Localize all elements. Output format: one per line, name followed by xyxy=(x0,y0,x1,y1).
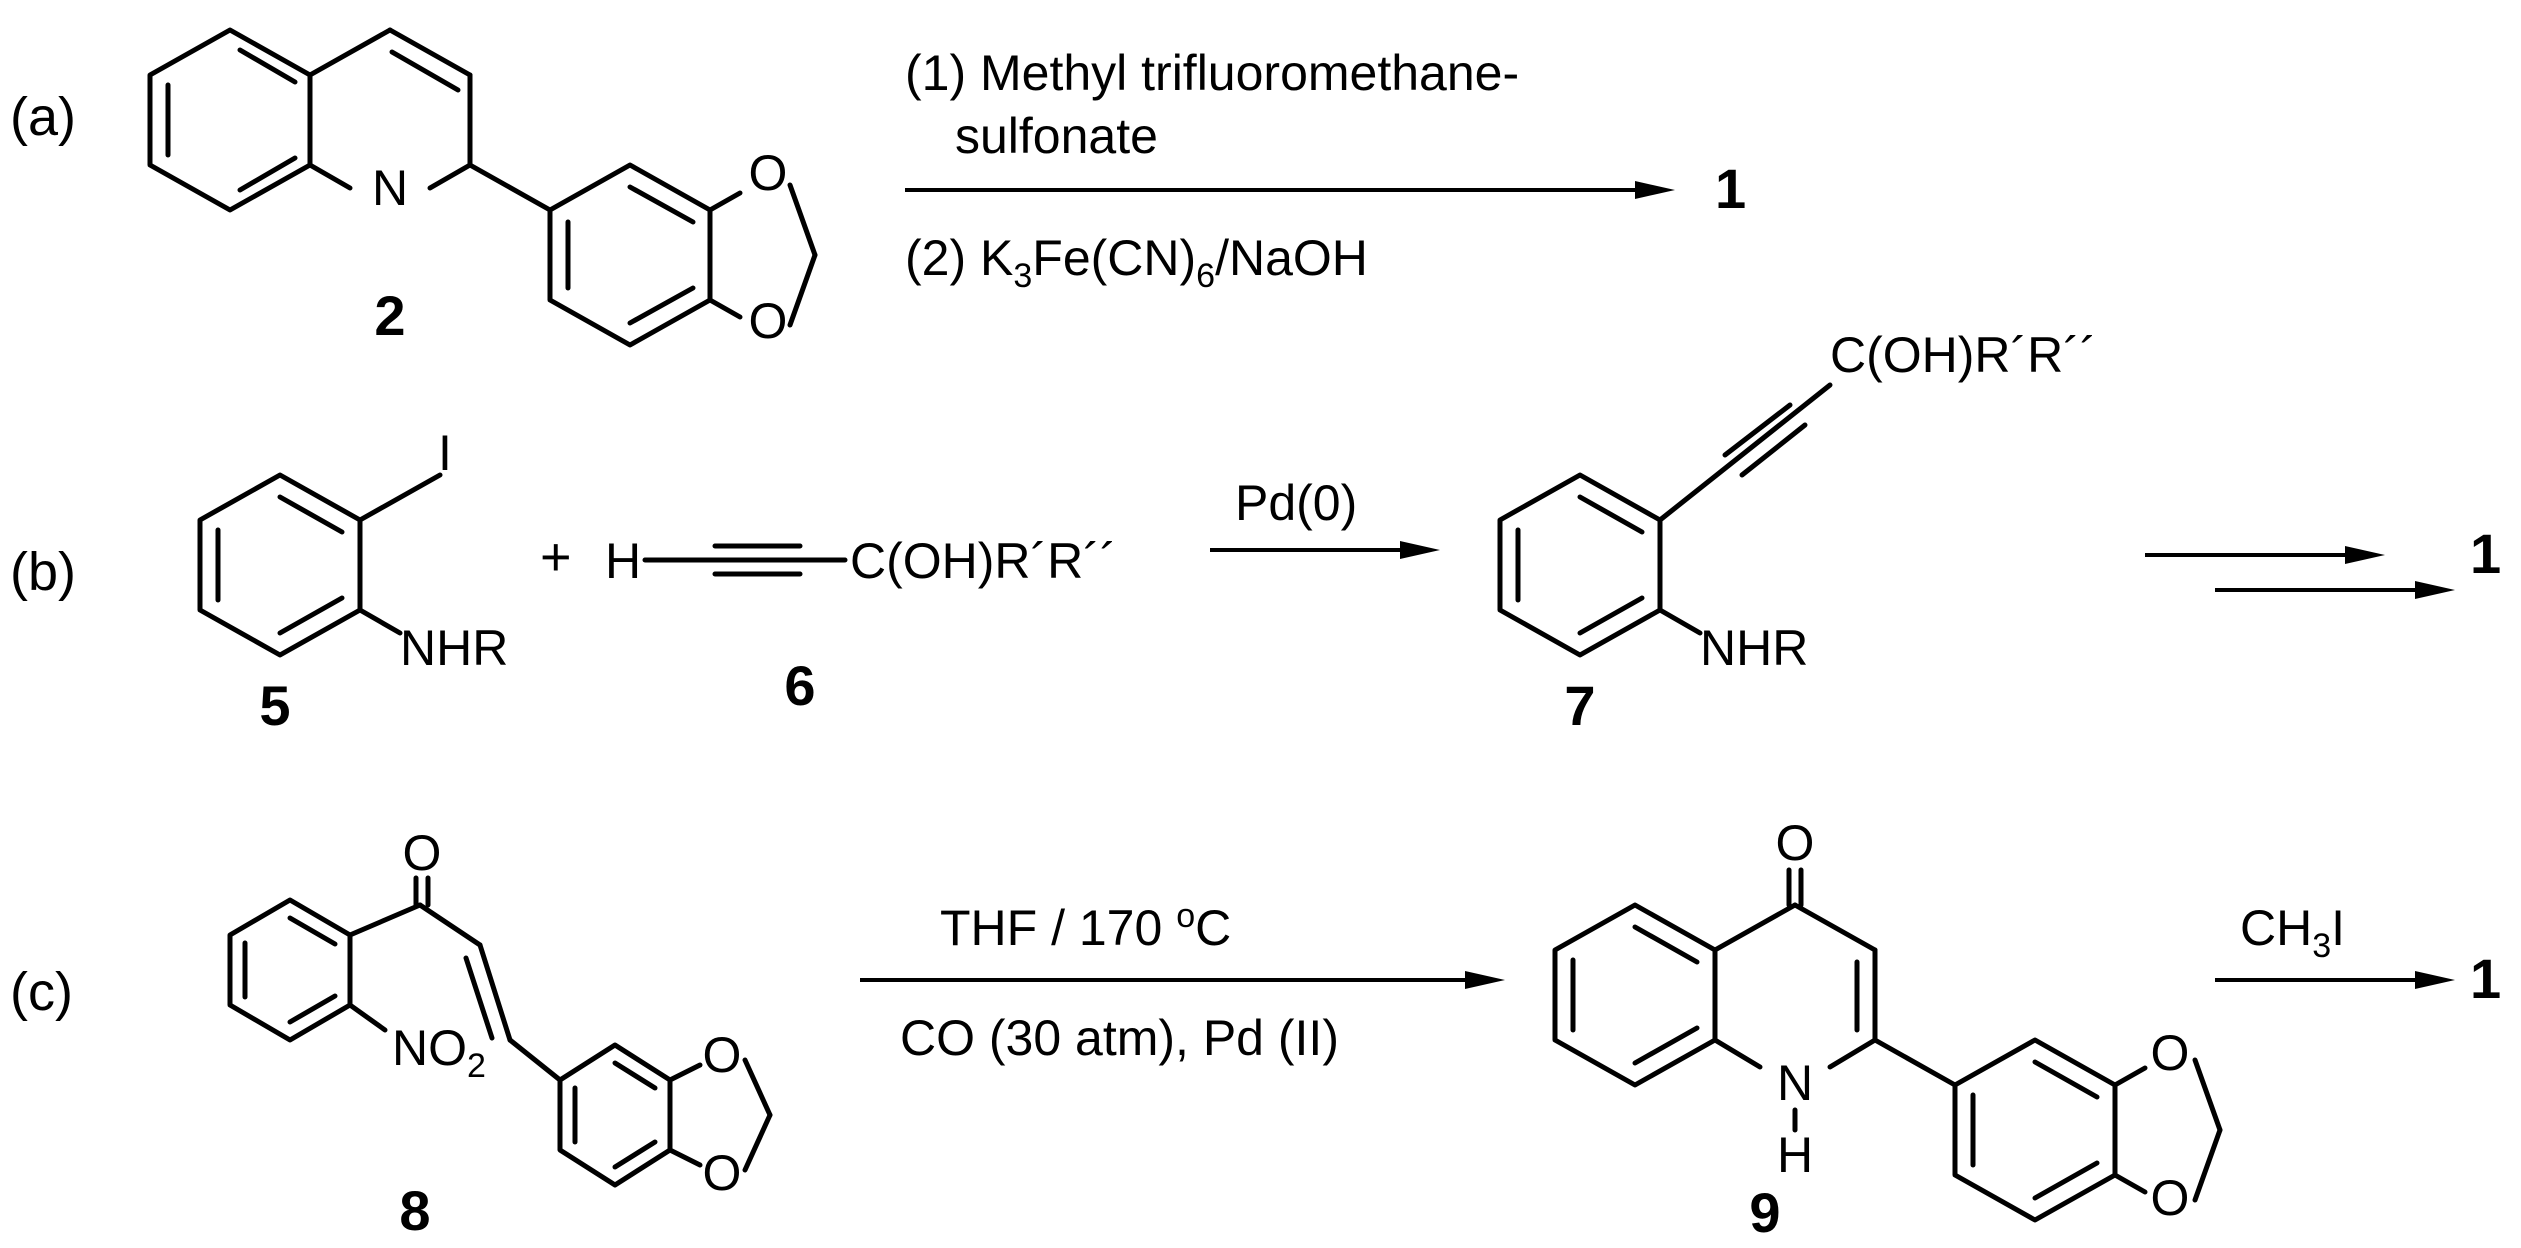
compound-number-8: 8 xyxy=(399,1179,430,1242)
condition-line-2: CO (30 atm), Pd (II) xyxy=(900,1010,1339,1066)
product-number-1: 1 xyxy=(2470,947,2501,1010)
atom-h: H xyxy=(1777,1127,1813,1183)
atom-o: O xyxy=(749,145,788,201)
product-number-1: 1 xyxy=(1715,157,1746,220)
compound-5-structure: I NHR xyxy=(197,425,508,676)
compound-8-structure: O NO2 O O xyxy=(227,825,773,1201)
compound-number-6: 6 xyxy=(784,654,815,717)
hydroxyalkyl-group: C(OH)R´R´´ xyxy=(850,533,1117,589)
arrow-head xyxy=(1465,971,1505,989)
compound-number-7: 7 xyxy=(1564,674,1595,737)
atom-o: O xyxy=(703,1145,742,1201)
compound-7-structure: C(OH)R´R´´ NHR xyxy=(1497,327,2097,676)
condition-line-1: THF / 170 oC xyxy=(940,897,1231,956)
compound-number-9: 9 xyxy=(1749,1181,1780,1244)
atom-o: O xyxy=(749,293,788,349)
arrow-head xyxy=(2345,546,2385,564)
methylation-reagent: CH3I xyxy=(2240,900,2345,965)
arrow-head xyxy=(1400,541,1440,559)
compound-number-2: 2 xyxy=(374,284,405,347)
atom-n: N xyxy=(1777,1055,1813,1111)
compound-number-5: 5 xyxy=(259,674,290,737)
panel-a-label: (a) xyxy=(10,87,76,147)
reagent-step-2: (2) K3Fe(CN)6/NaOH xyxy=(905,230,1368,295)
atom-o-carbonyl: O xyxy=(403,825,442,881)
panel-b: (b) I NHR 5 + H C(OH)R´R´´ 6 Pd(0) xyxy=(10,327,2501,737)
atom-o: O xyxy=(2151,1170,2190,1226)
panel-c: (c) O NO2 O O 8 xyxy=(10,815,2501,1244)
arrow-head xyxy=(1635,181,1675,199)
panel-a: (a) N O O 2 (1) Met xyxy=(10,27,1746,349)
atom-amine: NHR xyxy=(400,620,508,676)
arrow-head xyxy=(2415,581,2455,599)
atom-amine: NHR xyxy=(1700,620,1808,676)
nitro-group: NO2 xyxy=(392,1020,486,1085)
atom-o-carbonyl: O xyxy=(1776,815,1815,871)
atom-h: H xyxy=(605,533,641,589)
compound-2-structure: N O O xyxy=(147,27,818,349)
plus-sign: + xyxy=(540,527,572,587)
panel-c-label: (c) xyxy=(10,962,73,1022)
compound-6-structure: H C(OH)R´R´´ xyxy=(605,533,1117,589)
panel-b-label: (b) xyxy=(10,542,76,602)
product-number-1: 1 xyxy=(2470,522,2501,585)
atom-n: N xyxy=(372,160,408,216)
reagent-step-1-line-2: sulfonate xyxy=(955,108,1158,164)
atom-o: O xyxy=(2151,1025,2190,1081)
catalyst-label: Pd(0) xyxy=(1235,475,1357,531)
reagent-step-1-line-1: (1) Methyl trifluoromethane- xyxy=(905,45,1519,101)
hydroxyalkyl-group: C(OH)R´R´´ xyxy=(1830,327,2097,383)
atom-o: O xyxy=(703,1027,742,1083)
atom-iodine: I xyxy=(438,425,452,481)
compound-9-structure: O N H O O xyxy=(1552,815,2223,1226)
arrow-head xyxy=(2415,971,2455,989)
